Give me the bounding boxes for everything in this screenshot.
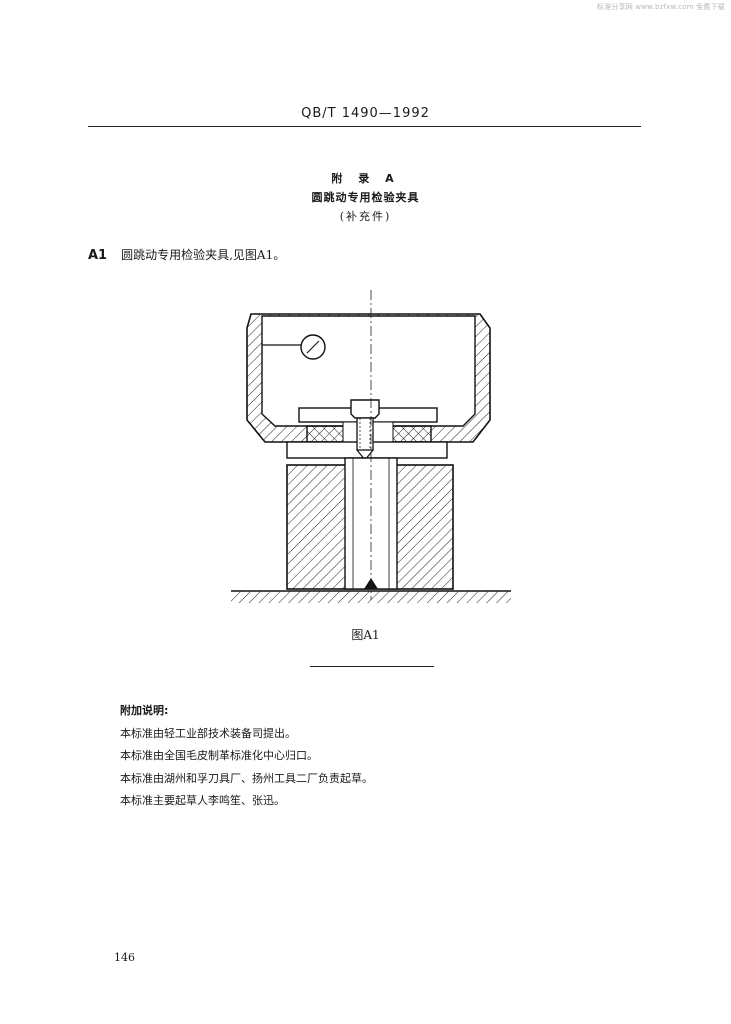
notes-line: 本标准由轻工业部技术装备司提出。 [120, 726, 296, 740]
support-column [286, 457, 454, 590]
additional-notes: 附加说明: 本标准由轻工业部技术装备司提出。 本标准由全国毛皮制革标准化中心归口… [120, 700, 373, 813]
appendix-title: 圆跳动专用检验夹具 [311, 191, 420, 204]
watermark: 标准分享网 www.bzfxw.com 免费下载 [597, 3, 725, 11]
clause-a1: A1 圆跳动专用检验夹具,见图A1。 [88, 246, 285, 263]
figure-caption: 图A1 [351, 628, 380, 642]
dial-gauge-icon [262, 334, 326, 360]
notes-line: 本标准由全国毛皮制革标准化中心归口。 [120, 749, 318, 762]
fixture-drawing [231, 290, 511, 603]
standard-number-header: QB/T 1490—1992 [301, 106, 430, 121]
notes-line: 本标准主要起草人李鸣笙、张迅。 [120, 794, 285, 807]
notes-title: 附加说明: [120, 704, 169, 717]
ground-base [231, 590, 511, 603]
clamp-bolt [350, 399, 380, 461]
appendix-note: (补充件) [339, 210, 392, 223]
page-number: 146 [114, 951, 135, 964]
notes-line: 本标准由湖州和孚刀具厂、扬州工具二厂负责起草。 [120, 771, 373, 785]
clause-text: 圆跳动专用检验夹具,见图A1。 [121, 248, 286, 262]
appendix-label: 附 录 A [331, 172, 400, 185]
separator-rule [310, 666, 434, 667]
clause-number: A1 [88, 248, 108, 263]
header-rule [88, 126, 641, 127]
